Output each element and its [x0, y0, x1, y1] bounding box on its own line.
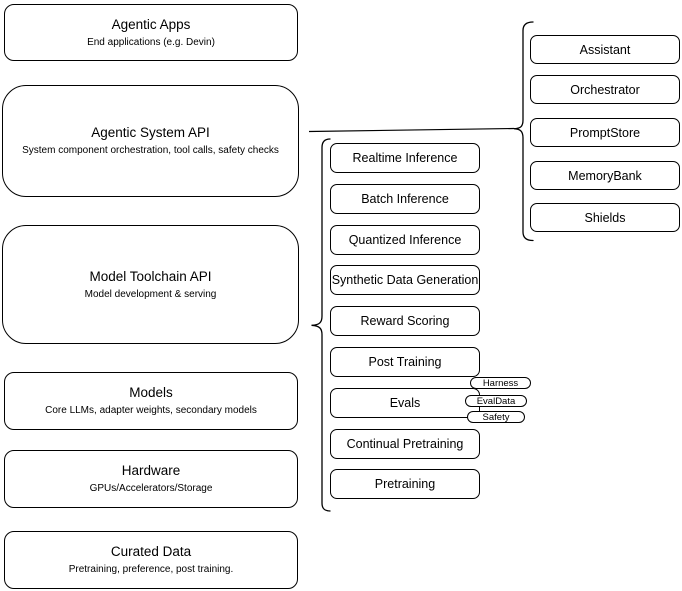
model-toolchain-api-box: Model Toolchain API Model development & … — [2, 225, 299, 344]
component-shields: Shields — [530, 203, 680, 232]
agentic-apps-box: Agentic Apps End applications (e.g. Devi… — [4, 4, 298, 61]
toolchain-item-batch-inference: Batch Inference — [330, 184, 480, 214]
component-assistant: Assistant — [530, 35, 680, 64]
box-title: Hardware — [121, 463, 181, 478]
toolchain-item-evals: Evals — [330, 388, 480, 418]
eval-tag-safety: Safety — [467, 411, 525, 423]
box-subtitle: System component orchestration, tool cal… — [22, 145, 279, 156]
component-promptstore: PromptStore — [530, 118, 680, 147]
toolchain-item-pretraining: Pretraining — [330, 469, 480, 499]
toolchain-item-realtime-inference: Realtime Inference — [330, 143, 480, 173]
box-subtitle: Core LLMs, adapter weights, secondary mo… — [45, 405, 257, 416]
models-box: Models Core LLMs, adapter weights, secon… — [4, 372, 298, 430]
system-api-to-components-line — [308, 127, 515, 133]
component-orchestrator: Orchestrator — [530, 75, 680, 104]
box-subtitle: End applications (e.g. Devin) — [87, 36, 215, 48]
box-title: Models — [129, 385, 173, 400]
component-memorybank: MemoryBank — [530, 161, 680, 190]
toolchain-item-quantized-inference: Quantized Inference — [330, 225, 480, 255]
eval-tag-evaldata: EvalData — [465, 395, 527, 407]
box-title: Agentic System API — [91, 125, 210, 140]
toolchain-brace — [311, 138, 331, 512]
toolchain-item-reward-scoring: Reward Scoring — [330, 306, 480, 336]
box-subtitle: GPUs/Accelerators/Storage — [89, 483, 213, 494]
agentic-system-api-box: Agentic System API System component orch… — [2, 85, 299, 197]
toolchain-item-post-training: Post Training — [330, 347, 480, 377]
hardware-box: Hardware GPUs/Accelerators/Storage — [4, 450, 298, 508]
eval-tag-harness: Harness — [470, 377, 531, 389]
box-subtitle: Model development & serving — [84, 288, 217, 300]
box-title: Agentic Apps — [111, 16, 191, 32]
toolchain-item-synthetic-data-generation: Synthetic Data Generation — [330, 265, 480, 295]
curated-data-box: Curated Data Pretraining, preference, po… — [4, 531, 298, 589]
box-title: Model Toolchain API — [89, 268, 212, 284]
box-subtitle: Pretraining, preference, post training. — [68, 564, 234, 575]
toolchain-item-continual-pretraining: Continual Pretraining — [330, 429, 480, 459]
box-title: Curated Data — [110, 544, 192, 559]
